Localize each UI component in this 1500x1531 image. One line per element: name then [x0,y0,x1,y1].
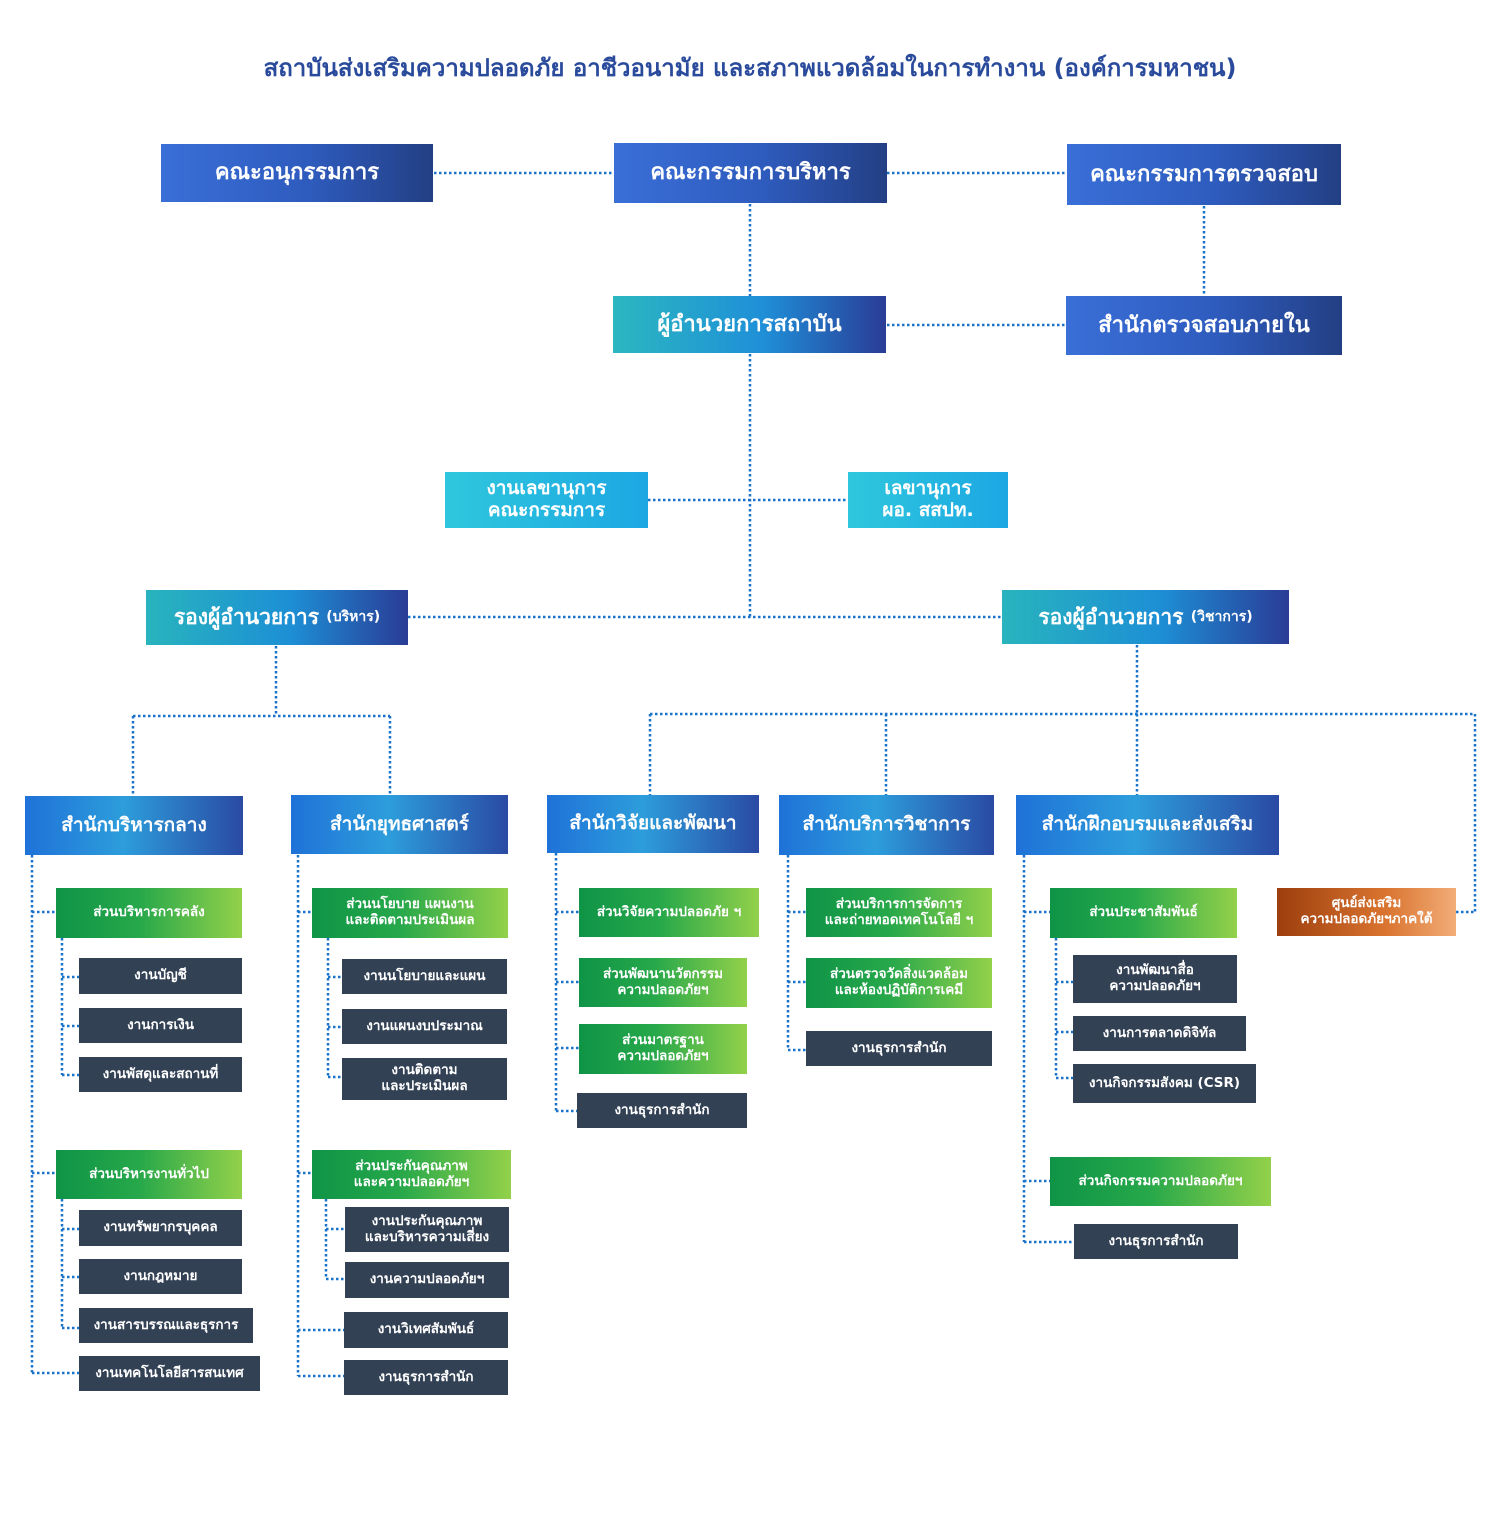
deputy-academic-box: รองผู้อำนวยการ (วิชาการ) [1002,590,1289,644]
office-academic-service: สำนักบริการวิชาการ [779,795,994,855]
deputy-admin-suffix: (บริหาร) [326,609,381,626]
task-finance: งานการเงิน [79,1008,242,1043]
secretary-committee-box: งานเลขานุการ คณะกรรมการ [445,472,648,528]
task-it: งานเทคโนโลยีสารสนเทศ [79,1356,260,1391]
deputy-academic-suffix: (วิชาการ) [1190,608,1253,625]
task-monitoring: งานติดตาม และประเมินผล [342,1058,507,1100]
task-quality-risk: งานประกันคุณภาพ และบริหารความเสี่ยง [345,1207,509,1252]
task-research-admin: งานธุรการสำนัก [577,1093,747,1128]
unit-policy: ส่วนนโยบาย แผนงาน และติดตามประเมินผล [312,888,508,938]
task-strategy-admin: งานธุรการสำนัก [344,1360,508,1395]
subcommittee-box: คณะอนุกรรมการ [161,144,433,202]
unit-environment-lab: ส่วนตรวจวัดสิ่งแวดล้อม และห้องปฏิบัติการ… [806,958,992,1008]
unit-quality: ส่วนประกันคุณภาพ และความปลอดภัยฯ [312,1150,511,1199]
deputy-admin-label: รองผู้อำนวยการ [173,605,319,630]
unit-general-admin: ส่วนบริหารงานทั่วไป [56,1150,242,1199]
task-budget-plan: งานแผนงบประมาณ [342,1009,507,1044]
page-title: สถาบันส่งเสริมความปลอดภัย อาชีวอนามัย แล… [263,54,1237,82]
south-center-box: ศูนย์ส่งเสริม ความปลอดภัยฯภาคใต้ [1277,888,1456,936]
task-media: งานพัฒนาสื่อ ความปลอดภัยฯ [1073,955,1237,1003]
director-box: ผู้อำนวยการสถาบัน [613,296,886,353]
unit-pr: ส่วนประชาสัมพันธ์ [1050,888,1237,938]
unit-finance: ส่วนบริหารการคลัง [56,888,242,938]
deputy-admin-box: รองผู้อำนวยการ (บริหาร) [146,590,408,645]
task-correspondence: งานสารบรรณและธุรการ [79,1308,253,1343]
office-research: สำนักวิจัยและพัฒนา [547,795,759,853]
task-policy-plan: งานนโยบายและแผน [342,959,507,994]
office-training: สำนักฝึกอบรมและส่งเสริม [1016,795,1279,855]
task-digital-marketing: งานการตลาดดิจิทัล [1073,1016,1246,1051]
unit-research-safety: ส่วนวิจัยความปลอดภัย ฯ [579,888,759,937]
task-procurement: งานพัสดุและสถานที่ [79,1057,242,1092]
task-service-admin: งานธุรการสำนัก [806,1031,992,1066]
dotted-connectors [30,171,1477,1378]
unit-safety-activities: ส่วนกิจกรรมความปลอดภัยฯ [1050,1157,1271,1206]
unit-tech-transfer: ส่วนบริการการจัดการ และถ่ายทอดเทคโนโลยี … [806,888,992,937]
deputy-academic-label: รองผู้อำนวยการ [1038,604,1184,629]
task-training-admin: งานธุรการสำนัก [1074,1224,1238,1259]
task-accounting: งานบัญชี [79,958,242,994]
office-strategy: สำนักยุทธศาสตร์ [291,795,508,854]
task-hr: งานทรัพยากรบุคคล [79,1210,242,1246]
unit-standards: ส่วนมาตรฐาน ความปลอดภัยฯ [579,1024,747,1074]
executive-board-box: คณะกรรมการบริหาร [614,143,887,203]
task-safety: งานความปลอดภัยฯ [345,1262,509,1298]
unit-innovation: ส่วนพัฒนานวัตกรรม ความปลอดภัยฯ [579,958,747,1007]
task-legal: งานกฎหมาย [79,1259,242,1294]
audit-committee-box: คณะกรรมการตรวจสอบ [1067,144,1341,205]
task-csr: งานกิจกรรมสังคม (CSR) [1073,1064,1256,1103]
task-foreign-relations: งานวิเทศสัมพันธ์ [344,1312,508,1348]
secretary-director-box: เลขานุการ ผอ. สสปท. [848,472,1008,528]
internal-audit-box: สำนักตรวจสอบภายใน [1066,296,1342,355]
office-central-admin: สำนักบริหารกลาง [25,796,243,855]
